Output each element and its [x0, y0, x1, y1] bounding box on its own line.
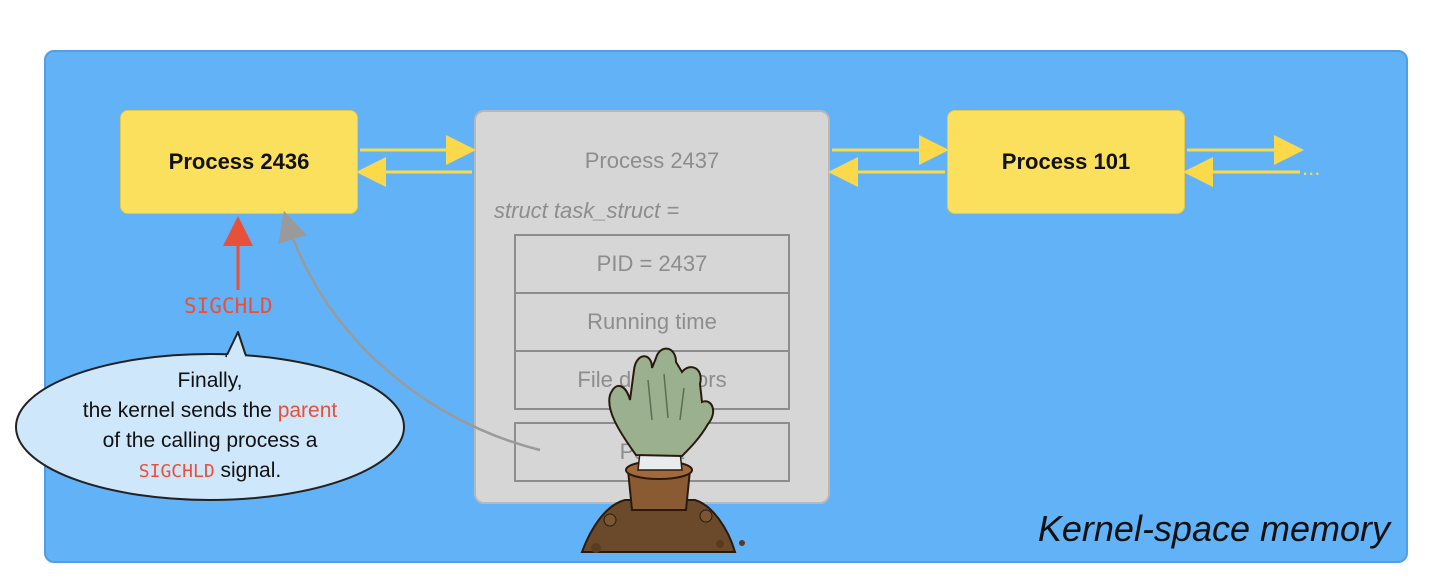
sigchld-label: SIGCHLD	[184, 294, 273, 318]
process-2437-title: Process 2437	[584, 148, 720, 173]
list-link-arrows	[356, 135, 1304, 187]
process-2436-box: Process 2436	[120, 110, 358, 214]
parent-pointer-arrow	[278, 210, 541, 452]
field-running-time: Running time	[514, 292, 790, 352]
bubble-line-2-text: the kernel sends the	[82, 399, 278, 422]
bubble-text: Finally, the kernel sends the parent of …	[40, 366, 380, 487]
process-2436-label: Process 2436	[168, 149, 310, 174]
process-101-box: Process 101	[947, 110, 1185, 214]
bubble-parent-highlight: parent	[277, 399, 338, 422]
list-ellipsis: ...	[1302, 155, 1320, 180]
bubble-line-1: Finally,	[177, 369, 243, 392]
bubble-line-4-text: signal.	[214, 459, 282, 482]
bubble-line-3: of the calling process a	[102, 429, 318, 452]
process-101-label: Process 101	[1001, 149, 1131, 174]
zombie-hand-icon	[580, 347, 745, 553]
speech-bubble	[15, 331, 405, 501]
bubble-line-4: SIGCHLD signal.	[40, 456, 380, 487]
bubble-sigchld-code: SIGCHLD	[138, 461, 215, 482]
kernel-space-label: Kernel-space memory	[1037, 508, 1390, 549]
bubble-line-2: the kernel sends the parent	[40, 396, 380, 426]
struct-task-struct-label: struct task_struct =	[494, 198, 680, 223]
field-pid: PID = 2437	[514, 234, 790, 294]
